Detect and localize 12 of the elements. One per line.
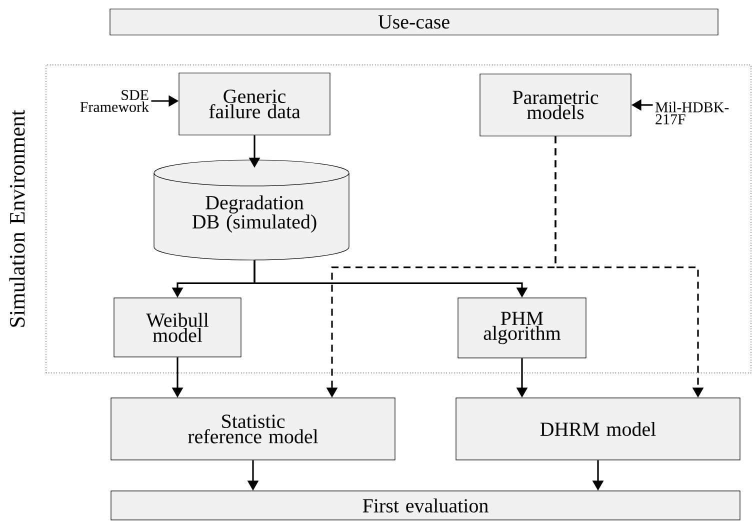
process-box: Weibull model bbox=[114, 298, 242, 358]
process-box: Generic failure data bbox=[178, 72, 330, 136]
process-box: Statistic reference model bbox=[110, 398, 396, 460]
source-label: SDE Framework bbox=[80, 90, 149, 112]
source-label: Mil-HDBK-217F bbox=[655, 102, 729, 124]
process-box: First evaluation bbox=[110, 490, 740, 520]
process-box: PHM algorithm bbox=[458, 298, 586, 358]
process-box: Use-case bbox=[110, 8, 718, 36]
database-cylinder: Degradation DB (simulated) bbox=[154, 160, 350, 260]
region-label: Simulation Environment bbox=[9, 110, 25, 327]
process-box: DHRM model bbox=[456, 398, 740, 460]
process-box: Parametric models bbox=[480, 74, 632, 136]
